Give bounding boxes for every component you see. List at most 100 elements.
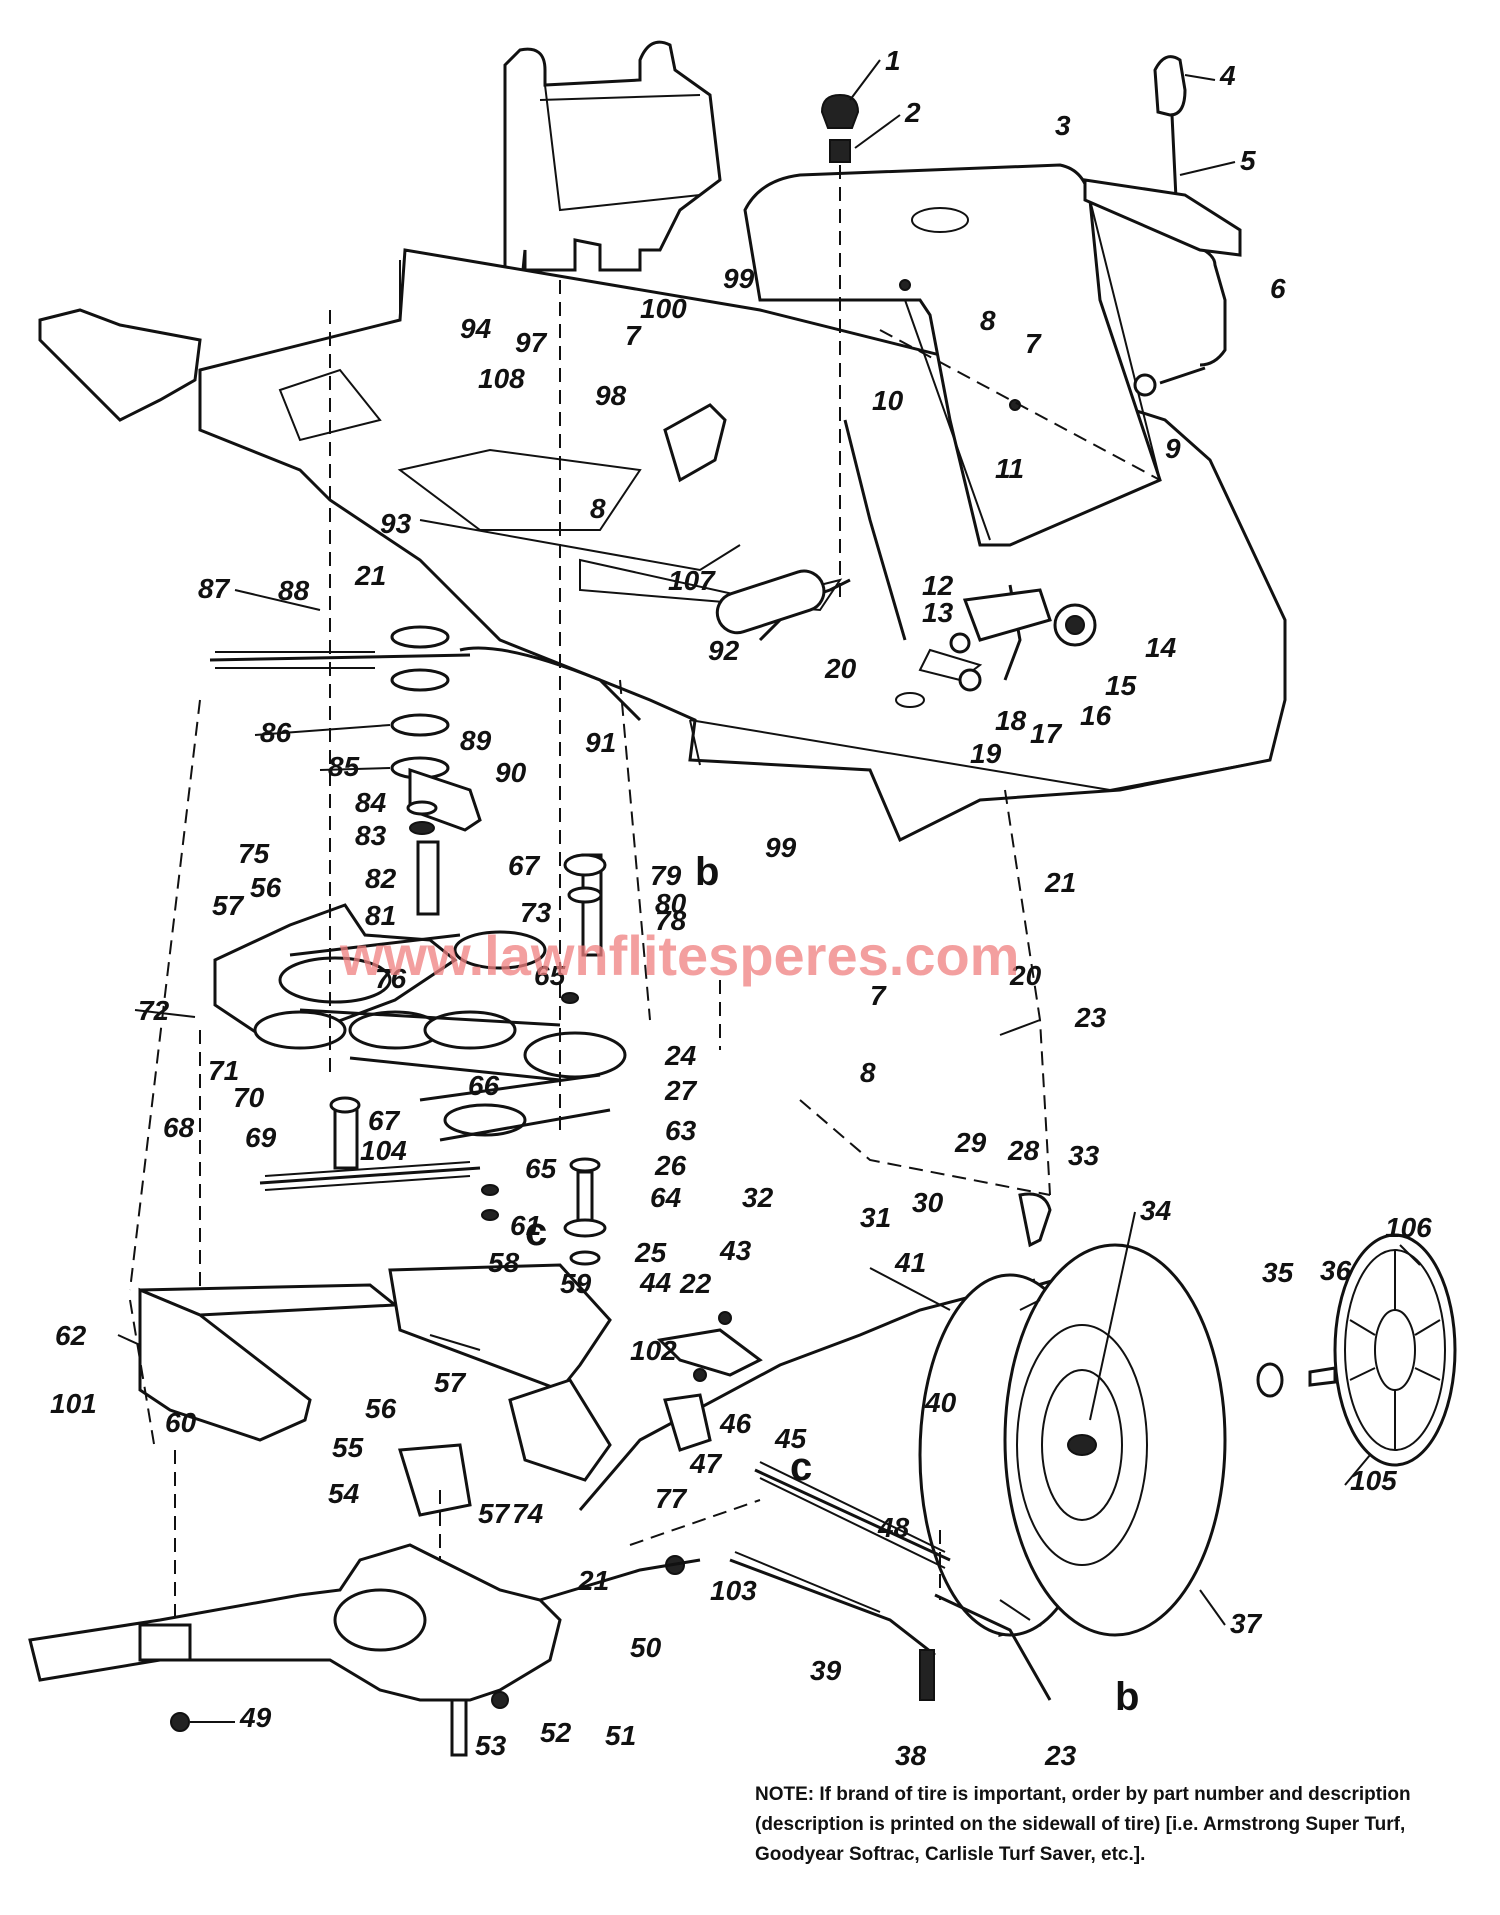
callout-64: 64 [650, 1182, 682, 1213]
callout-37: 37 [1230, 1608, 1263, 1639]
callout-107: 107 [668, 565, 716, 596]
callout-49: 49 [239, 1702, 272, 1733]
callout-19: 19 [970, 738, 1002, 769]
callout-68: 68 [163, 1112, 195, 1143]
callout-21a: 21 [354, 560, 386, 591]
callout-23a: 23 [1074, 1002, 1107, 1033]
callout-65a: 65 [534, 960, 566, 991]
callout-48: 48 [877, 1512, 910, 1543]
callout-74: 74 [512, 1498, 544, 1529]
callout-70: 70 [233, 1082, 265, 1113]
callout-2: 2 [904, 97, 921, 128]
callout-97: 97 [515, 327, 548, 358]
callout-94: 94 [460, 313, 492, 344]
reference-letters: b b c c [525, 850, 1139, 1719]
callout-76: 76 [375, 963, 407, 994]
callout-7c: 7 [870, 980, 887, 1011]
callout-90: 90 [495, 757, 527, 788]
callout-7a: 7 [1025, 328, 1042, 359]
lower-spring [259, 1096, 607, 1266]
callout-80: 80 [655, 888, 687, 919]
ref-b-top: b [695, 850, 719, 894]
callout-20a: 20 [824, 653, 857, 684]
callout-25: 25 [634, 1237, 667, 1268]
shift-lever-assembly [1083, 55, 1242, 397]
callout-41: 41 [894, 1247, 926, 1278]
callout-50: 50 [630, 1632, 662, 1663]
callout-79: 79 [650, 860, 682, 891]
callout-32: 32 [742, 1182, 774, 1213]
callout-103: 103 [710, 1575, 757, 1606]
callout-57a: 57 [212, 890, 245, 921]
watermark: www.lawnflitesperes.com [339, 924, 1019, 987]
callout-63: 63 [665, 1115, 697, 1146]
callout-101: 101 [50, 1388, 97, 1419]
leader-lines [117, 59, 1421, 1723]
callout-22: 22 [679, 1268, 712, 1299]
callout-13: 13 [922, 597, 954, 628]
callout-8a: 8 [980, 305, 996, 336]
callout-53: 53 [475, 1730, 507, 1761]
callout-67b: 67 [368, 1105, 401, 1136]
ref-c-bottom: c [790, 1445, 812, 1489]
callout-61: 61 [510, 1210, 541, 1241]
belt-guards [138, 1263, 612, 1482]
callout-67a: 67 [508, 850, 541, 881]
callout-44: 44 [639, 1267, 672, 1298]
callout-100: 100 [640, 293, 687, 324]
callout-78: 78 [655, 905, 687, 936]
callout-59: 59 [560, 1268, 592, 1299]
callout-6: 6 [1270, 273, 1286, 304]
callout-4: 4 [1219, 60, 1236, 91]
callout-51: 51 [605, 1720, 636, 1751]
callout-108: 108 [478, 363, 525, 394]
callout-54: 54 [328, 1478, 360, 1509]
callout-93: 93 [380, 508, 412, 539]
callout-99a: 99 [723, 263, 755, 294]
callout-33: 33 [1068, 1140, 1100, 1171]
throttle-knob [820, 93, 860, 600]
callout-57b: 57 [434, 1367, 467, 1398]
pedal-linkage [663, 403, 1097, 692]
callout-labels: 1 2 3 4 5 6 7 8 9 10 11 12 13 14 15 16 1… [50, 45, 1432, 1771]
callout-45: 45 [774, 1423, 807, 1454]
callout-52: 52 [540, 1717, 572, 1748]
callout-46: 46 [719, 1408, 752, 1439]
callout-85: 85 [328, 751, 360, 782]
callout-34: 34 [1140, 1195, 1172, 1226]
drive-pulleys [213, 853, 627, 1142]
transaxle [28, 1443, 562, 1757]
callout-10: 10 [872, 385, 904, 416]
callout-21b: 21 [1044, 867, 1076, 898]
callout-40: 40 [924, 1387, 957, 1418]
callout-1: 1 [885, 45, 901, 76]
callout-20b: 20 [1009, 960, 1042, 991]
callout-43: 43 [719, 1235, 752, 1266]
callout-98: 98 [595, 380, 627, 411]
callout-29: 29 [954, 1127, 987, 1158]
callout-47: 47 [689, 1448, 723, 1479]
callout-99b: 99 [765, 832, 797, 863]
callout-84: 84 [355, 787, 387, 818]
callout-75: 75 [238, 838, 270, 869]
idler-stack [209, 625, 642, 916]
callout-83: 83 [355, 820, 387, 851]
callout-8b: 8 [590, 493, 606, 524]
callout-55: 55 [332, 1432, 364, 1463]
callout-28: 28 [1007, 1135, 1040, 1166]
callout-62: 62 [55, 1320, 87, 1351]
callout-58: 58 [488, 1247, 520, 1278]
callout-35: 35 [1262, 1257, 1294, 1288]
rear-tire-assembly [918, 1192, 1457, 1637]
callout-24: 24 [664, 1040, 697, 1071]
callout-3: 3 [1055, 110, 1071, 141]
callout-18: 18 [995, 705, 1027, 736]
seat-bracket [503, 40, 722, 303]
callout-82: 82 [365, 863, 397, 894]
callout-16: 16 [1080, 700, 1112, 731]
callout-23b: 23 [1044, 1740, 1077, 1771]
callout-30: 30 [912, 1187, 944, 1218]
callout-21c: 21 [577, 1565, 609, 1596]
callout-9: 9 [1165, 433, 1181, 464]
